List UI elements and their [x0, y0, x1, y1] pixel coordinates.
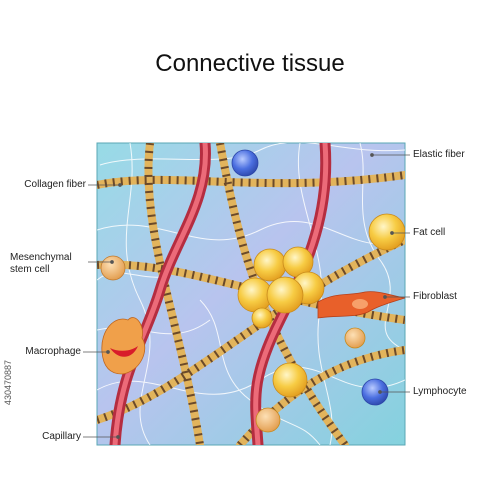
stock-id: 430470887 [3, 360, 13, 406]
label-mesenchymal-stem-cell: Mesenchymal stem cell [10, 252, 86, 276]
diagram-title: Connective tissue [155, 50, 345, 77]
label-collagen-fiber: Collagen fiber [24, 179, 86, 190]
label-fibroblast: Fibroblast [413, 291, 457, 302]
mesenchymal-stem-cell [100, 255, 126, 281]
label-fat-cell: Fat cell [413, 227, 446, 238]
fibroblast-cell [317, 291, 405, 319]
fat-cell [255, 213, 405, 433]
label-macrophage: Macrophage [25, 346, 81, 357]
label-mesenchymal-line2: stem cell [10, 264, 50, 275]
macrophage-cell [101, 317, 146, 375]
lymphocyte-cell [231, 149, 389, 406]
label-mesenchymal-line1: Mesenchymal [10, 252, 72, 263]
label-elastic-fiber: Elastic fiber [413, 149, 465, 160]
fat-cell-cluster [237, 246, 325, 329]
capillaries [109, 143, 332, 445]
leader-lines [83, 153, 410, 439]
label-capillary: Capillary [42, 431, 81, 442]
label-lymphocyte: Lymphocyte [413, 386, 467, 397]
